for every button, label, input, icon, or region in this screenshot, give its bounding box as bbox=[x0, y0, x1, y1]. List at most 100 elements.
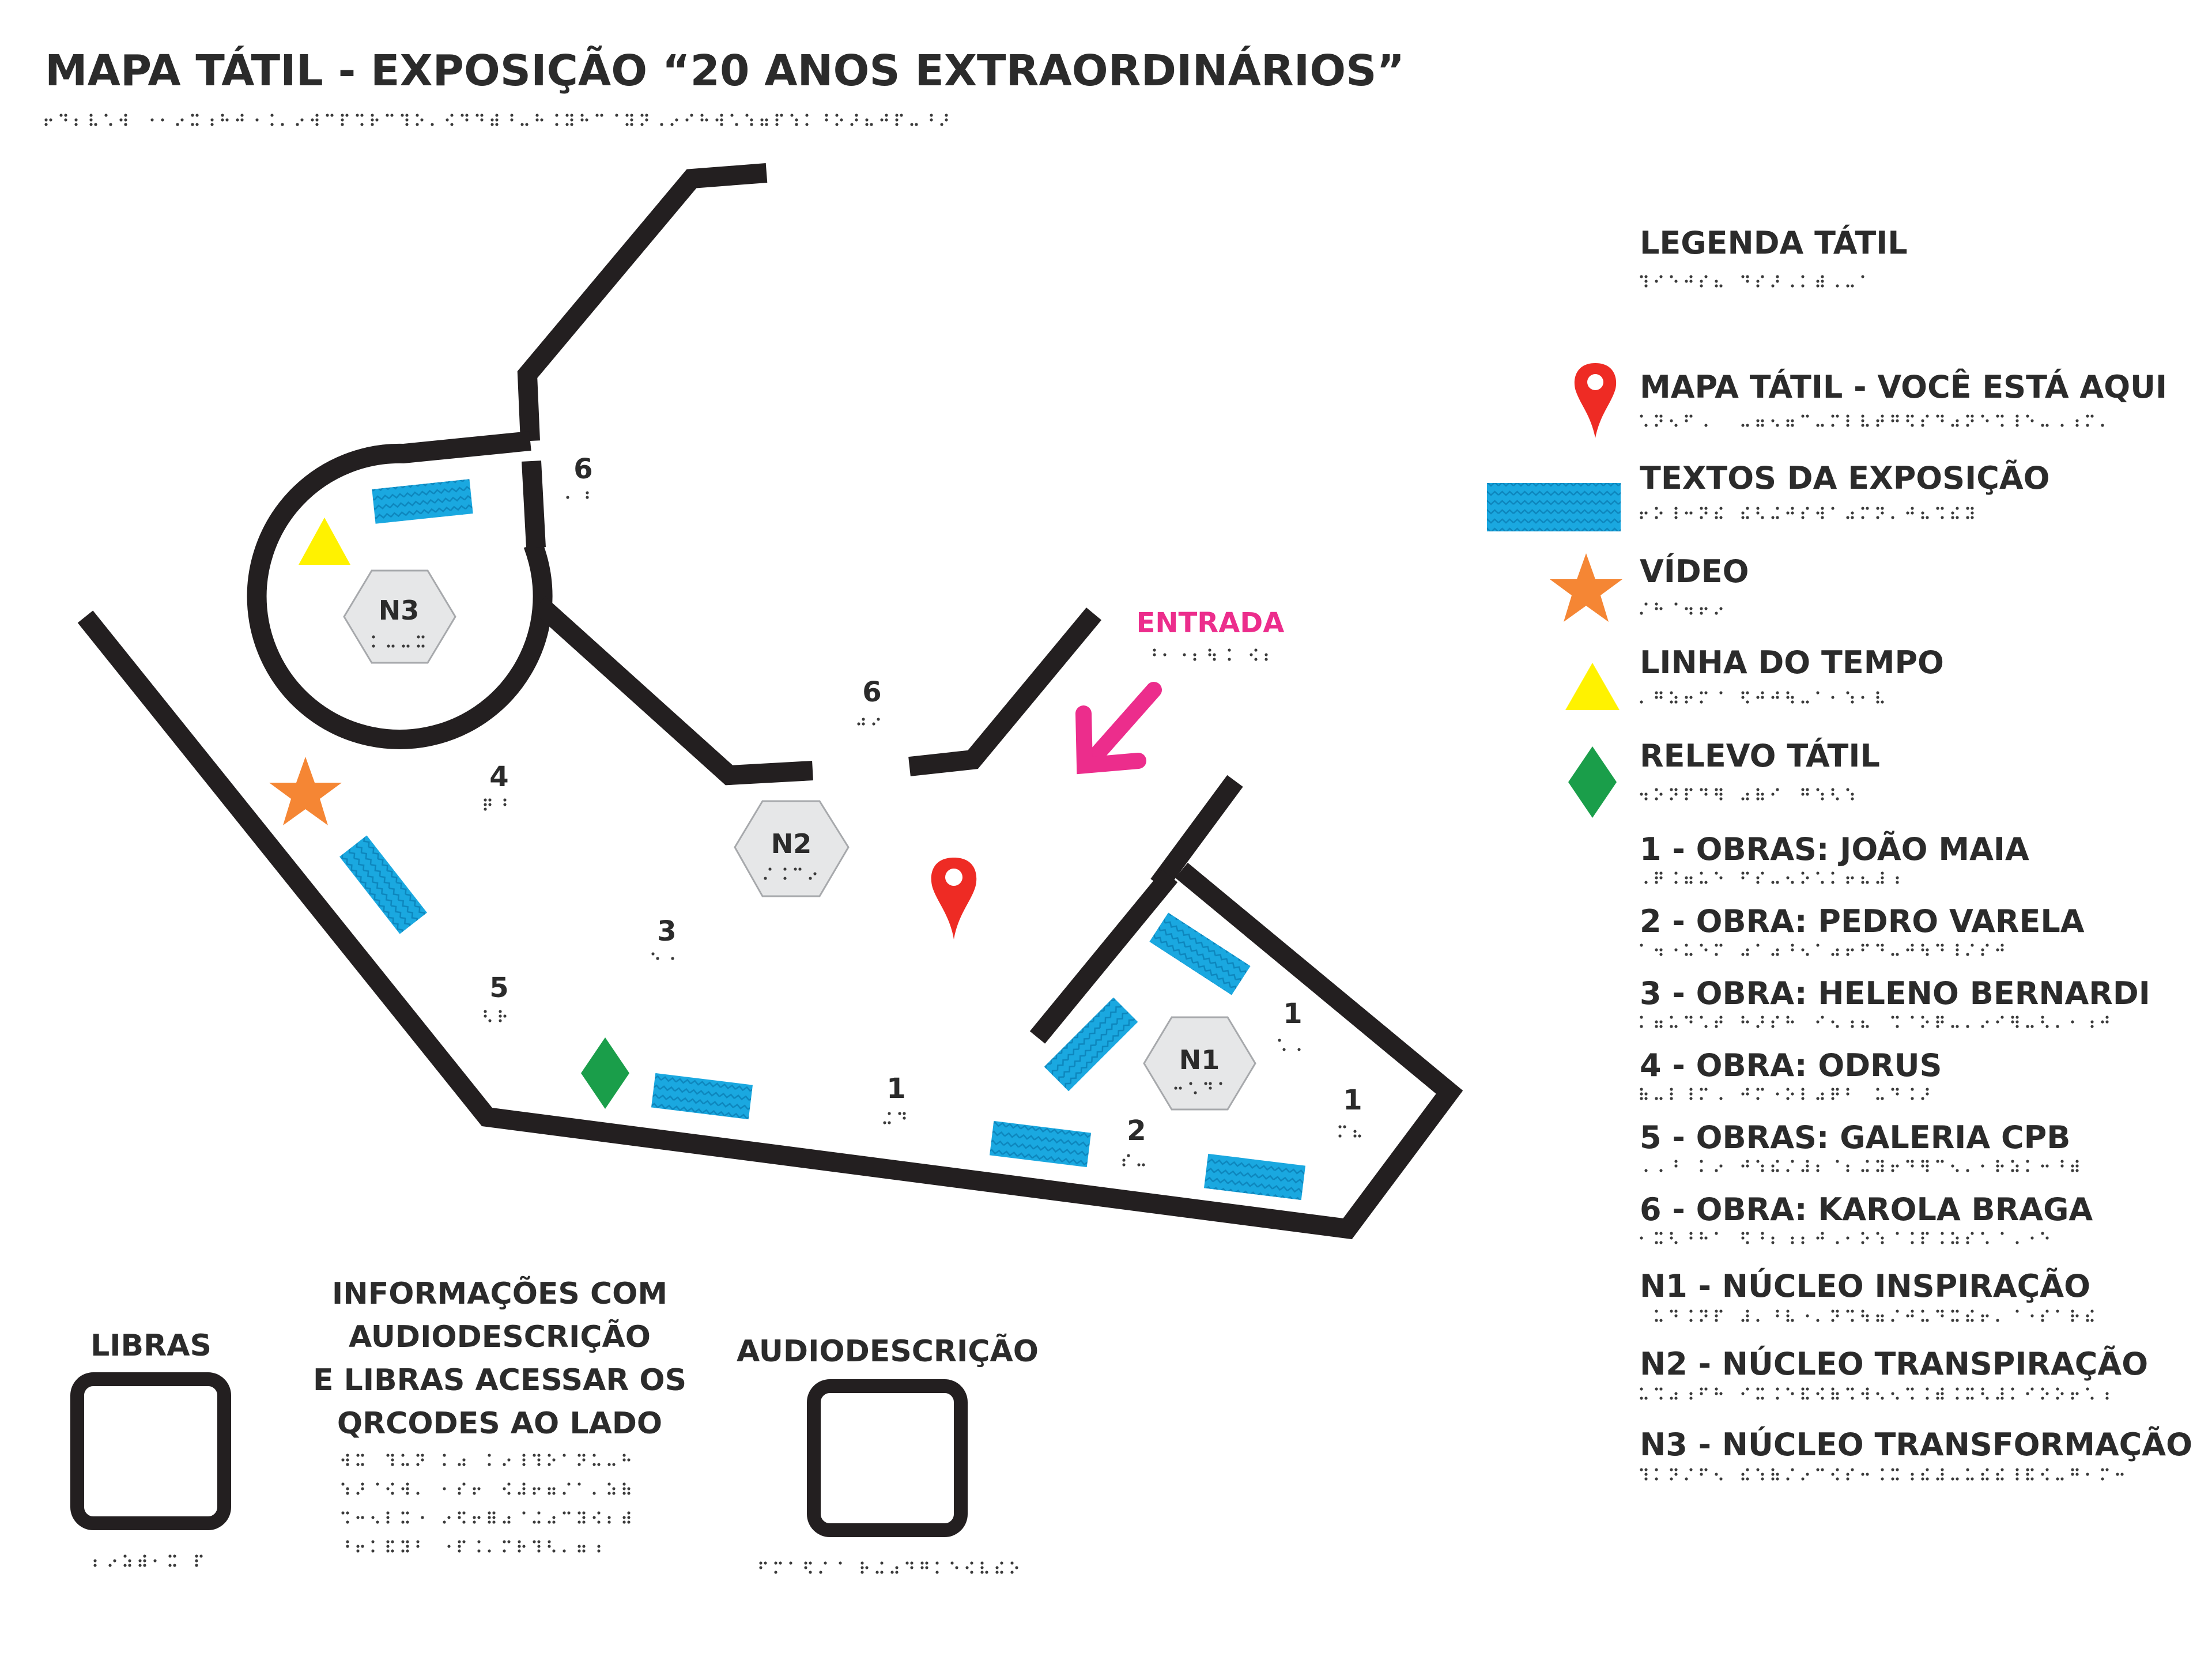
braille-dot bbox=[1674, 1473, 1678, 1476]
braille-dot bbox=[1926, 1396, 1929, 1400]
braille-dot bbox=[1685, 607, 1688, 610]
braille-dot bbox=[1741, 511, 1745, 515]
braille-dot bbox=[1786, 1169, 1790, 1172]
braille-dot bbox=[1700, 1160, 1703, 1163]
braille-dot bbox=[1921, 1236, 1924, 1240]
braille-dot bbox=[119, 118, 123, 122]
braille-dot bbox=[490, 123, 494, 126]
braille-dot bbox=[507, 1492, 511, 1495]
braille-dot bbox=[824, 1561, 827, 1565]
braille-dot bbox=[1981, 1392, 1984, 1395]
braille-dot bbox=[1685, 943, 1688, 947]
braille-dot bbox=[240, 118, 244, 122]
braille-dot bbox=[1881, 1164, 1884, 1168]
braille-dot bbox=[522, 1492, 526, 1495]
braille-dot bbox=[895, 123, 899, 126]
braille-dot bbox=[371, 1549, 375, 1553]
braille-dot bbox=[1985, 1477, 1989, 1481]
braille-dot bbox=[2041, 1473, 2044, 1476]
braille-dot bbox=[1704, 788, 1708, 791]
braille-dot bbox=[346, 1454, 349, 1457]
braille-dot bbox=[361, 1463, 364, 1466]
braille-dot bbox=[2041, 1016, 2044, 1019]
braille-dot bbox=[2041, 1020, 2044, 1024]
braille-dot bbox=[865, 1566, 869, 1569]
braille-dot bbox=[1746, 1309, 1749, 1313]
braille-dot bbox=[124, 118, 127, 122]
braille-dot bbox=[2075, 1169, 2079, 1172]
braille-dot bbox=[1343, 1125, 1346, 1128]
braille-dot bbox=[74, 118, 78, 122]
braille-dot bbox=[1851, 1319, 1854, 1322]
braille-dot bbox=[1881, 943, 1884, 947]
braille-dot bbox=[386, 1520, 390, 1524]
braille-dot bbox=[1674, 516, 1678, 519]
braille-dot bbox=[1756, 1387, 1760, 1391]
braille-dot bbox=[2105, 1020, 2109, 1024]
braille-dot bbox=[1715, 280, 1718, 283]
braille-dot bbox=[1776, 1396, 1779, 1400]
braille-dot bbox=[925, 1566, 928, 1569]
braille-dot bbox=[270, 123, 274, 126]
braille-dot bbox=[462, 1458, 466, 1462]
braille-dot bbox=[360, 114, 364, 117]
braille-dot bbox=[586, 491, 589, 495]
braille-dot bbox=[406, 1545, 409, 1548]
braille-dot bbox=[795, 118, 798, 122]
braille-dot bbox=[1659, 1241, 1663, 1244]
braille-dot bbox=[1685, 700, 1688, 704]
braille-dot bbox=[1756, 419, 1760, 422]
braille-dot bbox=[1985, 419, 1989, 422]
braille-dot bbox=[1655, 414, 1658, 418]
braille-dot bbox=[1685, 1477, 1688, 1481]
braille-dot bbox=[1911, 1309, 1914, 1313]
braille-dot bbox=[503, 1463, 506, 1466]
braille-dot bbox=[2000, 424, 2004, 427]
braille-dot bbox=[518, 1545, 521, 1548]
braille-dot bbox=[1163, 653, 1167, 656]
braille-dot bbox=[2086, 1319, 2089, 1322]
braille-dot bbox=[1806, 876, 1809, 880]
braille-dot bbox=[1921, 1477, 1924, 1481]
braille-dot bbox=[1674, 792, 1678, 796]
braille-dot bbox=[1689, 275, 1693, 278]
braille-dot bbox=[1876, 943, 1879, 947]
braille-dot bbox=[1806, 1396, 1809, 1400]
braille-dot bbox=[2101, 1477, 2104, 1481]
braille-dot bbox=[1881, 414, 1884, 418]
braille-dot bbox=[1741, 1477, 1745, 1481]
braille-dot bbox=[1700, 1169, 1703, 1172]
braille-dot bbox=[1704, 881, 1708, 884]
braille-dot bbox=[1791, 696, 1794, 699]
braille-dot bbox=[484, 798, 487, 802]
braille-dot bbox=[597, 1511, 601, 1515]
braille-dot bbox=[356, 1454, 360, 1457]
braille-dot bbox=[44, 123, 48, 126]
braille-dot bbox=[138, 1564, 142, 1567]
braille-dot bbox=[1876, 1319, 1879, 1322]
braille-dot bbox=[1836, 1092, 1839, 1096]
braille-dot bbox=[1228, 658, 1231, 661]
braille-dot bbox=[2060, 1392, 2064, 1395]
braille-dot bbox=[1204, 1082, 1207, 1085]
braille-dot bbox=[809, 877, 812, 880]
braille-dot bbox=[2105, 1468, 2109, 1471]
braille-dot bbox=[1911, 1241, 1914, 1244]
braille-dot bbox=[346, 1511, 349, 1515]
braille-dot bbox=[790, 114, 794, 117]
braille-dot bbox=[2056, 1309, 2059, 1313]
braille-dot bbox=[421, 1458, 424, 1462]
braille-dot bbox=[819, 1571, 822, 1574]
braille-dot bbox=[1906, 511, 1909, 515]
braille-dot bbox=[1966, 1236, 1969, 1240]
braille-dot bbox=[1951, 1319, 1954, 1322]
braille-dot bbox=[221, 118, 224, 122]
braille-dot bbox=[1876, 1088, 1879, 1091]
legend-entry: N2 - NÚCLEO TRANSPIRAÇÃO bbox=[1640, 1346, 2148, 1382]
legend-entry: N3 - NÚCLEO TRANSFORMAÇÃO bbox=[1640, 1426, 2192, 1463]
braille-dot bbox=[577, 1482, 581, 1486]
braille-dot bbox=[965, 1566, 969, 1569]
braille-dot bbox=[1981, 1164, 1984, 1168]
braille-dot bbox=[597, 1549, 601, 1553]
braille-dot bbox=[1208, 653, 1211, 656]
